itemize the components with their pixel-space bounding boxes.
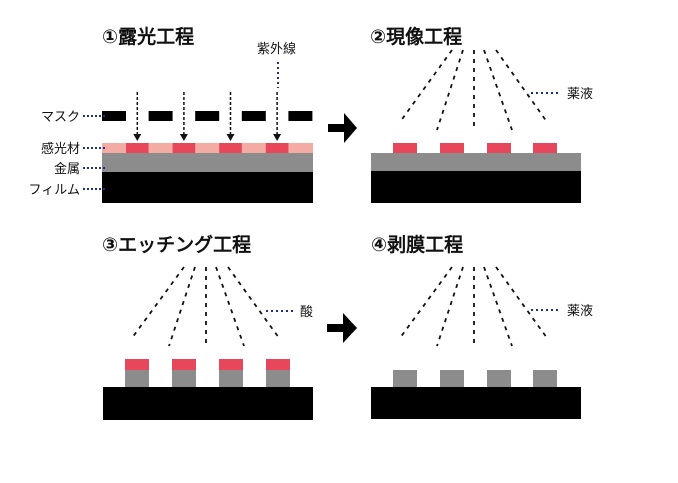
pillar-resist [219,359,243,370]
resist-block [440,143,464,153]
uv-arrows [133,92,282,141]
developer-label: 薬液 [567,87,593,102]
panel-title-stripping: ④剥膜工程 [371,233,463,256]
uv-arrowhead [273,134,282,141]
side-label-leaders [83,115,107,190]
spray-line [495,266,548,339]
acid-label: 酸 [300,305,313,320]
panel-development: ②現像工程 薬液 [370,25,593,203]
resist-pattern [393,143,557,153]
photoresist-layer [102,143,313,153]
photomask [102,111,313,121]
spray-line [399,266,453,339]
pillar-metal [440,370,464,387]
panel-title-exposure: ①露光工程 [102,25,194,48]
metal-pattern [393,370,557,387]
spray-line [215,266,245,347]
acid-spray [131,266,280,347]
label-mask: マスク [41,110,80,125]
panel-stripping: ④剥膜工程 薬液 [371,233,593,419]
spray-line [131,266,185,339]
resist-block [393,143,417,153]
film-layer [371,171,581,203]
film-layer [102,172,313,203]
mask-bar [195,111,220,121]
metal-layer [102,153,313,172]
panel-etching: ③エッチング工程 酸 [102,233,313,420]
resist-exposed [219,143,242,153]
panel-exposure: ①露光工程 紫外線 マスク 感光材 金属 フィルム [29,25,313,203]
resist-exposed [126,143,149,153]
resist-unexposed [102,143,313,153]
pillar-metal [487,370,511,387]
resist-exposed [265,143,289,153]
pillar-resist [125,359,149,370]
pillar-resist [266,359,290,370]
pillar-metal [266,370,290,387]
spray-line [168,266,196,347]
pillar-metal [219,370,243,387]
pillar-metal [393,370,417,387]
pillar-metal [172,370,196,387]
resist-block [533,143,557,153]
stripper-spray [399,266,548,347]
spray-line [483,266,513,347]
resist-exposed [172,143,196,153]
panel-title-etching: ③エッチング工程 [102,233,251,256]
film-layer [371,387,581,419]
etched-pillars [125,359,290,387]
spray-line [483,49,513,131]
uv-arrowhead [179,134,188,141]
uv-arrowhead [226,134,235,141]
pillar-metal [533,370,557,387]
mask-bar [241,111,266,121]
label-metal: 金属 [54,161,80,177]
label-photoresist: 感光材 [41,141,80,157]
mask-bar [288,111,313,121]
developer-spray [399,49,548,131]
resist-block [487,143,511,153]
film-layer [103,387,313,420]
panel-title-development: ②現像工程 [370,25,462,48]
metal-layer [371,153,581,171]
uv-label: 紫外線 [257,41,296,57]
spray-line [436,266,464,347]
pillar-metal [125,370,149,387]
uv-arrowhead [133,134,142,141]
next-step-arrow-2 [327,313,357,343]
pillar-resist [172,359,196,370]
spray-line [399,49,453,123]
stripper-label: 薬液 [567,304,593,319]
mask-bar [148,111,173,121]
spray-line [495,49,548,123]
next-step-arrow-1 [328,113,357,143]
spray-line [436,49,464,131]
mask-bar [102,111,126,121]
label-film: フィルム [29,183,80,198]
spray-line [227,266,280,339]
